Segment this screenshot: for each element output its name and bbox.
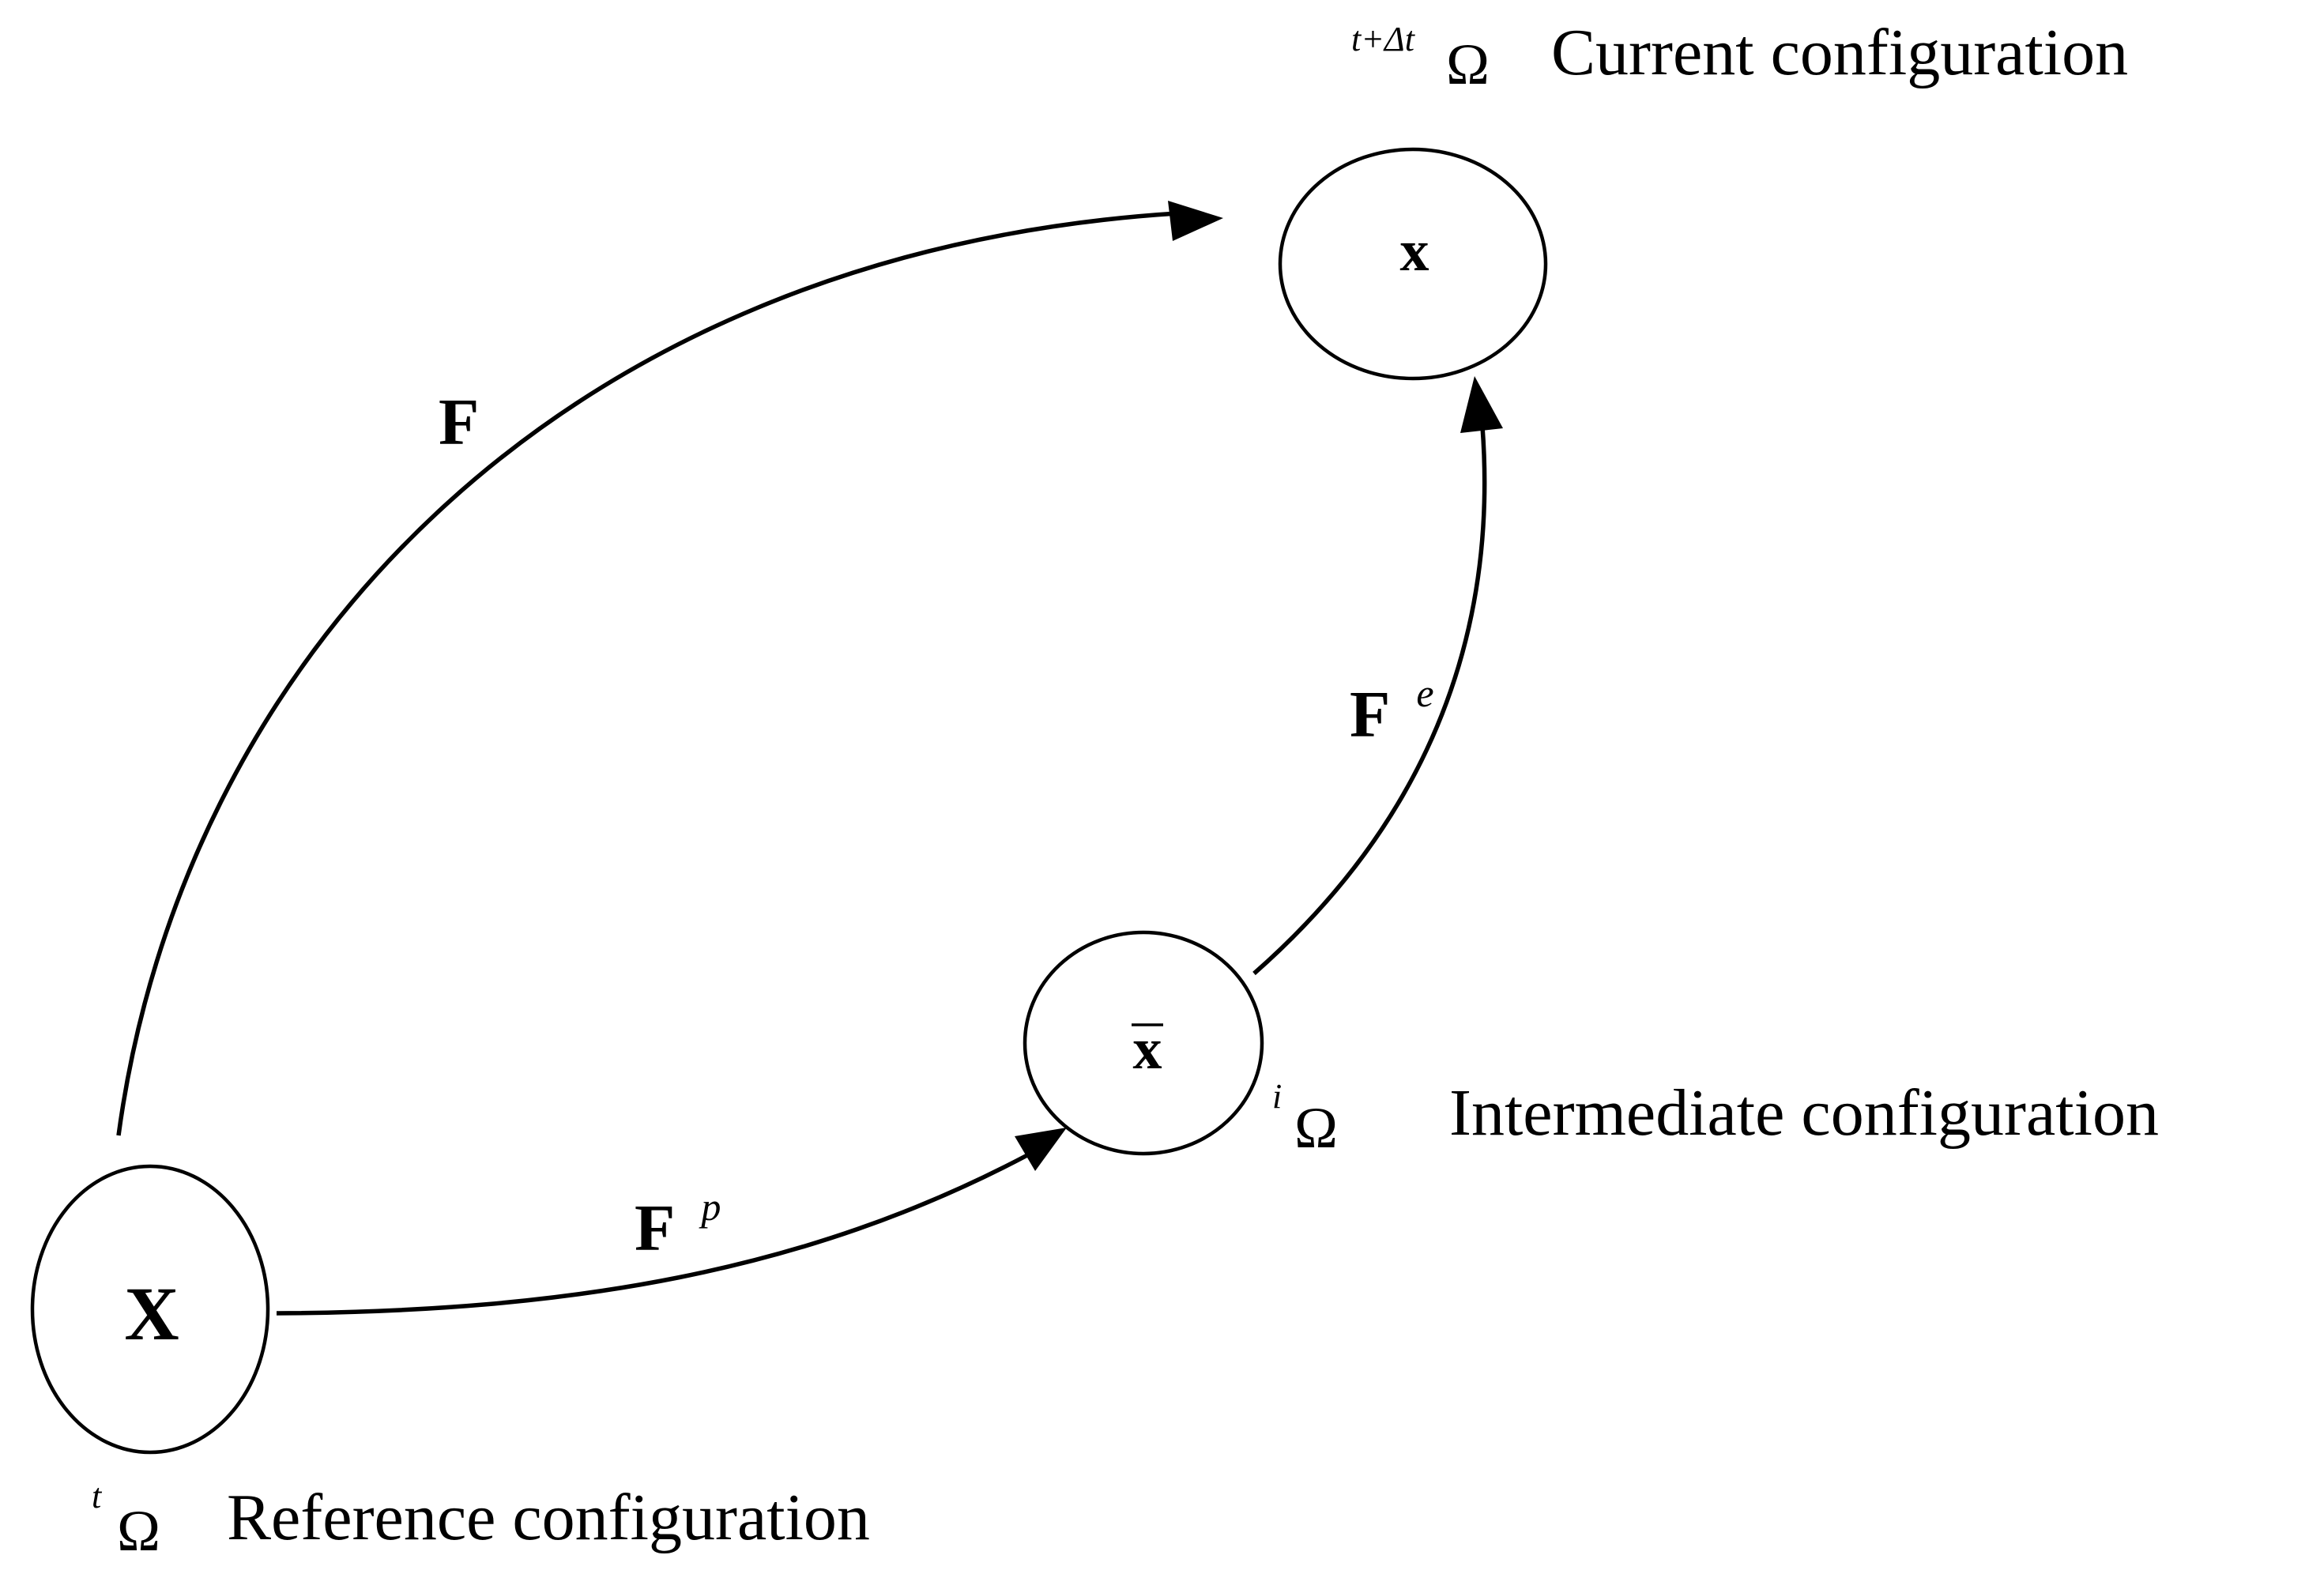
intermediate-configuration-label: Intermediate configuration (1449, 1076, 2159, 1150)
plastic-deformation-label: F p (635, 1184, 721, 1265)
current-omega-symbol: Ω (1446, 32, 1490, 97)
plastic-deformation-superscript: p (699, 1184, 721, 1229)
elastic-deformation-symbol: F (1350, 678, 1390, 751)
reference-omega-symbol: Ω (117, 1499, 160, 1564)
intermediate-point-symbol: x (1133, 1017, 1162, 1082)
current-configuration-label: Current configuration (1551, 16, 2128, 89)
reference-configuration-region (30, 1164, 270, 1455)
elastic-deformation-arrowhead (1460, 376, 1503, 433)
total-deformation-symbol: F (439, 386, 479, 459)
intermediate-omega-symbol: Ω (1294, 1096, 1338, 1161)
plastic-deformation-symbol: F (635, 1192, 675, 1265)
reference-point-symbol: X (124, 1271, 179, 1356)
reference-configuration-label: Reference configuration (227, 1481, 870, 1554)
plastic-deformation-arrowhead (1015, 1128, 1067, 1171)
elastic-deformation-label: F e (1350, 671, 1434, 751)
total-deformation-arrow (116, 211, 1178, 1136)
current-point-symbol: x (1400, 219, 1429, 284)
reference-omega-superscript: t (92, 1477, 103, 1516)
intermediate-configuration-region (1023, 930, 1264, 1156)
total-deformation-label: F (439, 386, 479, 459)
elastic-deformation-superscript: e (1416, 671, 1433, 715)
elastic-deformation-arrow (1252, 426, 1487, 976)
intermediate-omega-superscript: i (1272, 1077, 1282, 1116)
current-configuration-region (1278, 147, 1548, 381)
current-omega-superscript: t+Δt (1351, 20, 1416, 58)
total-deformation-arrowhead (1168, 201, 1223, 241)
plastic-deformation-arrow (276, 1153, 1029, 1316)
